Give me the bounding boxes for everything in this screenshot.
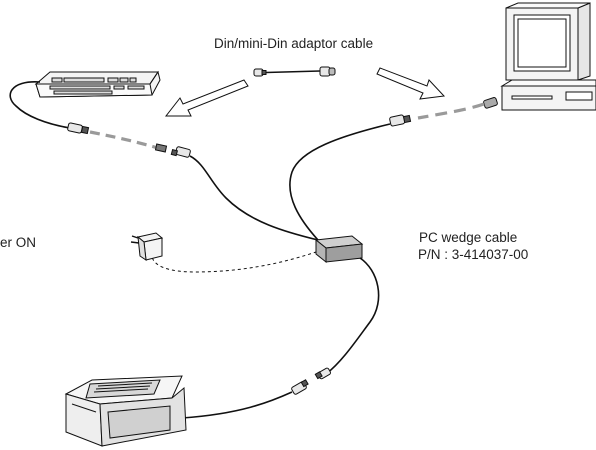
connector-plug-icon [67,122,90,135]
wedge-cable-computer-side [289,123,391,241]
arrow-icon [376,67,446,100]
power-adapter-icon [130,232,164,262]
wedge-cable-keyboard-side [189,155,319,241]
wedge-junction-box-icon [314,235,364,264]
connector-plug-icon [483,97,498,109]
wedge-cable-label: PC wedge cable [419,230,518,245]
adaptor-segment-grey [417,102,485,120]
adaptor-cable-icon [253,66,336,77]
keyboard-icon [34,70,161,98]
connector-plug-icon [154,143,191,158]
adaptor-segment-grey [89,130,159,150]
scanner-printer-icon [64,375,187,447]
part-number-label: P/N : 3-414037-00 [418,247,529,262]
power-on-label: er ON [0,235,37,250]
computer-tower-icon [500,79,596,111]
connector-plug-icon [291,367,331,395]
computer-monitor-icon [505,2,591,81]
adaptor-cable-label: Din/mini-Din adaptor cable [214,36,374,51]
arrow-icon [164,79,249,117]
wedge-cable-scanner-side [325,257,380,375]
connector-plug-icon [389,114,412,127]
power-cable-dashed [151,251,317,273]
scanner-cable [181,391,293,419]
keyboard-cable [9,81,71,129]
